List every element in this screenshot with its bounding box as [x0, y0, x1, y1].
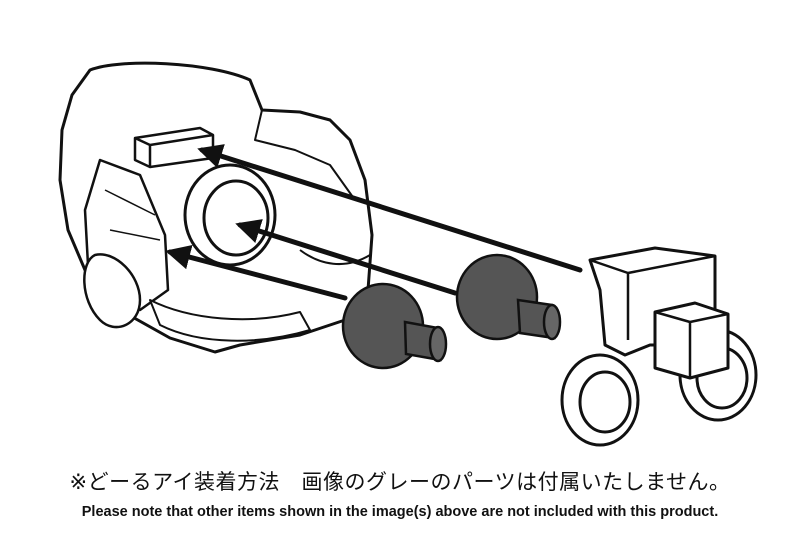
eye-mount-part: [560, 246, 758, 447]
arrow-top: [197, 144, 583, 273]
head-top-block: [133, 126, 215, 169]
eye-part-right: [455, 253, 562, 341]
assembly-arrows: [165, 144, 583, 301]
caption-japanese: ※どーるアイ装着方法 画像のグレーのパーツは付属いたしません。: [69, 470, 731, 494]
assembly-diagram: [58, 61, 758, 447]
eye-socket: [183, 163, 277, 267]
eye-part-left: [341, 282, 448, 370]
caption-english: Please note that other items shown in th…: [81, 504, 719, 520]
arrow-middle: [235, 219, 458, 296]
arrow-lower: [165, 244, 348, 301]
